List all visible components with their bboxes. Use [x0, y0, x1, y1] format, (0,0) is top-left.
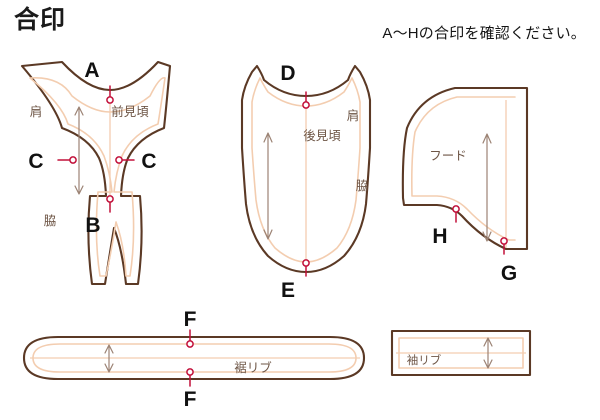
hood-cut-line: [401, 86, 529, 251]
match-mark-g-letter: G: [501, 262, 517, 285]
front-body-grain-arrow: [74, 106, 84, 195]
pattern-piece-hood: フード H G: [401, 86, 529, 285]
back-body-side-label: 脇: [356, 179, 369, 193]
match-mark-d-letter: D: [280, 62, 295, 85]
match-mark-h: H: [432, 205, 460, 248]
back-body-name-label: 後見頃: [303, 129, 341, 143]
hem-rib-seam-line: [32, 343, 357, 373]
match-mark-f-top-letter: F: [184, 308, 197, 331]
pattern-piece-hem-rib: 裾リブ F F: [22, 308, 366, 411]
page-title: 合印: [14, 6, 67, 34]
pattern-piece-sleeve-rib: 袖リブ: [390, 329, 532, 377]
match-mark-c-right: C: [115, 150, 157, 173]
hood-seam-line: [411, 96, 516, 241]
match-mark-e-letter: E: [281, 279, 295, 302]
hem-rib-name-label: 裾リブ: [234, 360, 272, 375]
page-subtitle: A〜Hの合印を確認ください。: [382, 25, 586, 42]
sleeve-rib-name-label: 袖リブ: [407, 353, 442, 367]
match-mark-c-right-letter: C: [141, 150, 156, 173]
match-mark-a-letter: A: [84, 59, 99, 82]
match-mark-a: A: [84, 59, 114, 104]
front-body-shoulder-label: 肩: [30, 104, 43, 119]
match-mark-d: D: [280, 62, 310, 109]
front-body-side-label: 脇: [44, 214, 57, 228]
front-body-cut-line: [20, 60, 172, 286]
pattern-piece-back-body: 肩 後見頃 脇 D E: [240, 62, 372, 302]
match-mark-g: G: [500, 237, 517, 285]
front-body-seam-line: [29, 77, 166, 277]
match-mark-f-bottom-letter: F: [184, 388, 197, 411]
hood-grain-arrow: [482, 133, 492, 242]
match-mark-b-letter: B: [85, 214, 100, 237]
match-mark-c-left: C: [28, 150, 77, 173]
front-body-name-label: 前見頃: [111, 104, 149, 119]
match-mark-c-left-letter: C: [28, 150, 43, 173]
match-mark-h-letter: H: [432, 225, 447, 248]
back-body-shoulder-label: 肩: [347, 108, 360, 123]
match-mark-e: E: [281, 259, 310, 302]
match-mark-b: B: [85, 195, 114, 237]
match-mark-f-bottom: F: [184, 368, 197, 411]
hem-rib-grain-arrow: [104, 344, 114, 373]
hood-name-label: フード: [429, 149, 467, 163]
pattern-piece-front-body: 肩 前見頃 脇 A B C: [20, 59, 172, 286]
match-mark-f-top: F: [184, 308, 197, 348]
back-body-grain-arrow: [263, 132, 273, 240]
sleeve-rib-grain-arrow: [483, 337, 493, 369]
